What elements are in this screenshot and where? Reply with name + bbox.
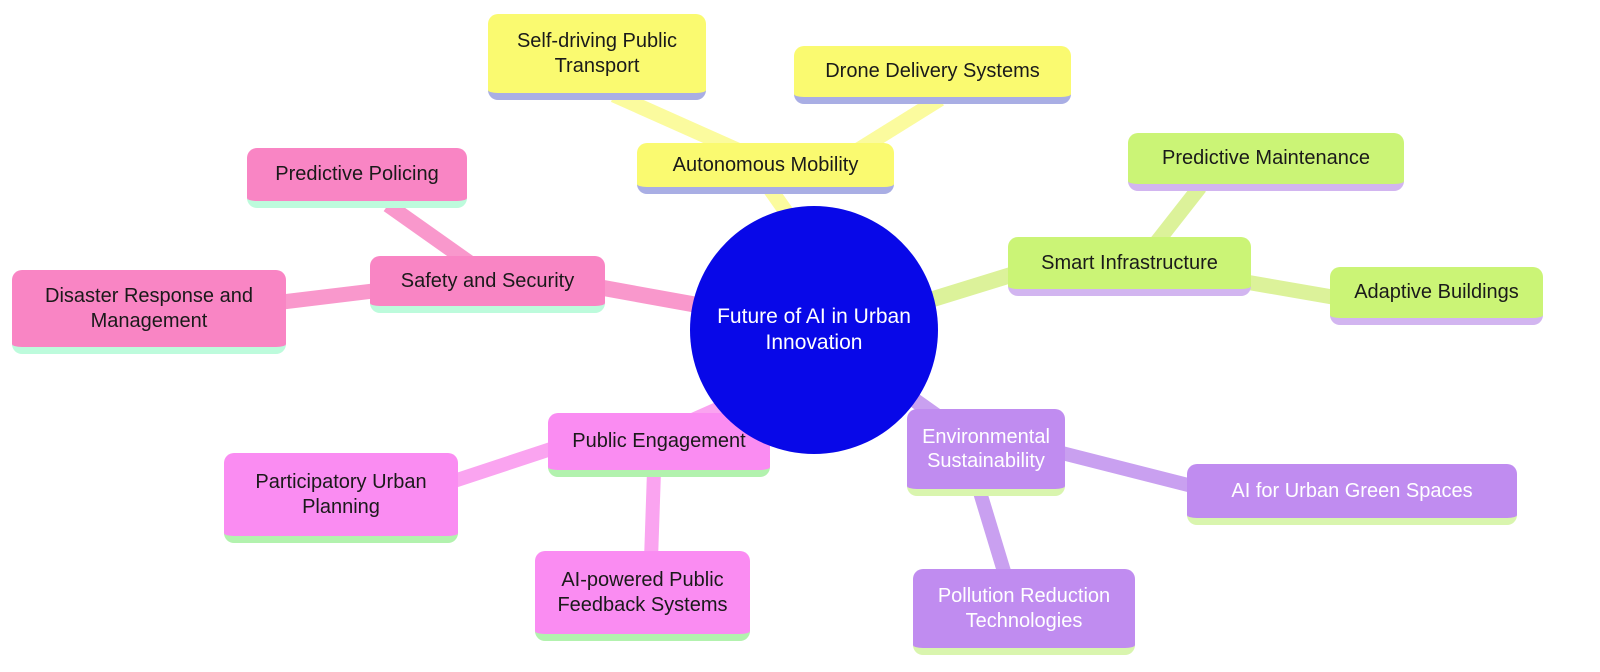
node-label: AI for Urban Green Spaces [1231, 479, 1473, 502]
edge-root-safety [596, 279, 705, 314]
edge-safety-policing [383, 198, 475, 270]
node-drone-delivery-systems: Drone Delivery Systems [794, 46, 1071, 104]
node-ai-for-urban-green-spaces: AI for Urban Green Spaces [1187, 464, 1517, 525]
edge-engagement-participatory [445, 439, 563, 490]
root-label: Future of AI in Urban Innovation [717, 304, 911, 354]
node-disaster-response-and-management: Disaster Response and Management [12, 270, 286, 354]
node-participatory-urban-planning: Participatory Urban Planning [224, 453, 458, 543]
node-autonomous-mobility: Autonomous Mobility [637, 143, 894, 194]
edge-sustainability-greenspaces [1056, 445, 1198, 494]
node-label: Predictive Maintenance [1162, 147, 1370, 170]
node-public-engagement: Public Engagement [548, 413, 770, 477]
root-node-future-of-ai: Future of AI in Urban Innovation [690, 206, 938, 454]
node-label: Autonomous Mobility [672, 153, 859, 176]
node-pollution-reduction-technologies: Pollution Reduction Technologies [913, 569, 1135, 655]
edge-infrastructure-adaptive [1238, 273, 1346, 307]
node-label: Environmental Sustainability [922, 425, 1050, 472]
edge-safety-disaster [273, 282, 383, 311]
node-label: Safety and Security [400, 269, 575, 292]
node-adaptive-buildings: Adaptive Buildings [1330, 267, 1543, 325]
node-label: Self-driving Public Transport [516, 30, 678, 77]
node-label: Adaptive Buildings [1354, 281, 1519, 304]
node-predictive-maintenance: Predictive Maintenance [1128, 133, 1404, 191]
node-label: Participatory Urban Planning [255, 471, 427, 518]
node-self-driving-public-transport: Self-driving Public Transport [488, 14, 706, 100]
node-label: AI-powered Public Feedback Systems [557, 569, 728, 616]
node-predictive-policing: Predictive Policing [247, 148, 467, 208]
edge-sustainability-pollution [972, 486, 1013, 581]
node-label: Predictive Policing [275, 163, 439, 186]
node-safety-and-security: Safety and Security [370, 256, 605, 313]
node-environmental-sustainability: Environmental Sustainability [907, 409, 1065, 496]
node-label: Drone Delivery Systems [825, 60, 1040, 83]
node-label: Public Engagement [572, 430, 746, 453]
node-label: Disaster Response and Management [45, 285, 253, 332]
node-smart-infrastructure: Smart Infrastructure [1008, 237, 1251, 296]
node-ai-powered-public-feedback-systems: AI-powered Public Feedback Systems [535, 551, 750, 641]
edge-engagement-feedback [644, 470, 661, 561]
node-label: Pollution Reduction Technologies [937, 585, 1111, 632]
node-label: Smart Infrastructure [1041, 251, 1218, 274]
